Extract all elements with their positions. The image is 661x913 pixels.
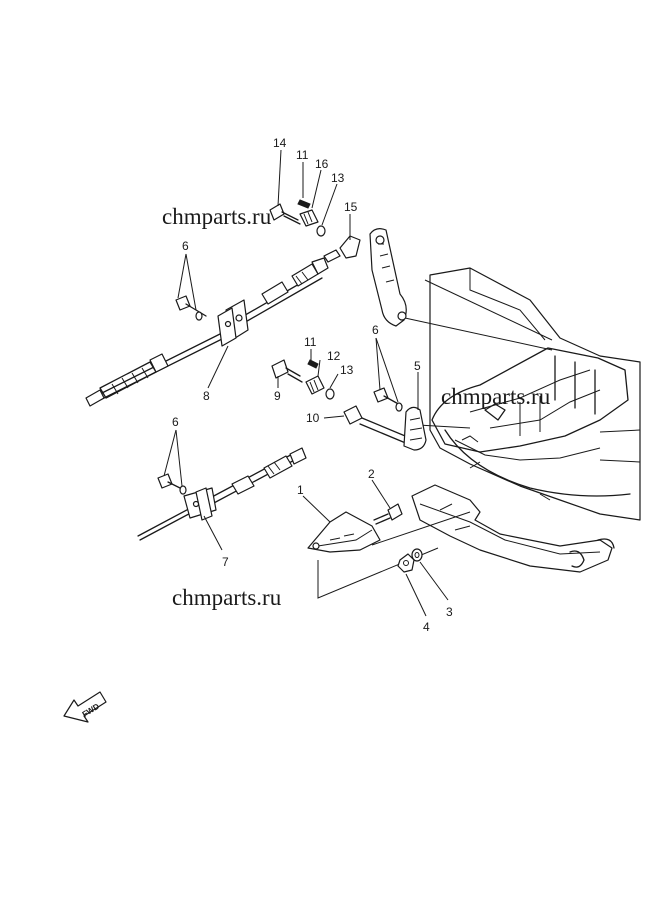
- callout-16: 16: [315, 157, 329, 171]
- bracket-nut: [397, 553, 415, 573]
- callout-6-upper: 6: [182, 239, 189, 253]
- engine-housing: [429, 267, 641, 521]
- link-clip: [403, 406, 427, 451]
- leader-bracket-to-duct: [371, 511, 471, 546]
- callout-14: 14: [273, 136, 287, 150]
- fwd-arrow-icon: FWD: [63, 691, 107, 723]
- callout-15: 15: [344, 200, 358, 214]
- bracket-washer: [411, 548, 423, 562]
- callout-8: 8: [203, 389, 210, 403]
- callout-10: 10: [306, 411, 320, 425]
- callout-5: 5: [414, 359, 421, 373]
- watermark-top: chmparts.ru: [162, 204, 272, 229]
- upper-bolt-washer: [175, 295, 207, 321]
- upper-lever: [369, 228, 407, 327]
- leader-lever-to-housing: [404, 317, 553, 351]
- callout-6-lower: 6: [172, 415, 179, 429]
- watermark-right: chmparts.ru: [441, 384, 551, 409]
- callout-3: 3: [446, 605, 453, 619]
- callout-11-middle: 11: [304, 335, 317, 349]
- callout-9: 9: [274, 389, 281, 403]
- upper-shift-cable: [85, 235, 361, 407]
- watermark-bottom: chmparts.ru: [172, 585, 282, 610]
- support-bracket: [307, 511, 381, 553]
- callout-12: 12: [327, 349, 341, 363]
- lower-cable-bracket: [183, 487, 217, 521]
- callout-labels: 14 11 16 13 15 6 8 11 12 13 9 10 6 5 6 7…: [172, 136, 453, 634]
- callout-4: 4: [423, 620, 430, 634]
- leader-link-to-housing: [417, 424, 471, 429]
- upper-cable-bracket: [217, 299, 249, 347]
- middle-link: [343, 405, 411, 445]
- lower-throttle-cable: [137, 447, 307, 541]
- callout-6-middle: 6: [372, 323, 379, 337]
- middle-bolt-washer: [373, 387, 403, 412]
- callout-13-upper: 13: [331, 171, 345, 185]
- leader-rod-upper: [424, 279, 553, 341]
- intake-duct: [411, 484, 615, 573]
- callout-leaders: [163, 149, 449, 617]
- middle-pin-set: [271, 359, 335, 400]
- callout-1: 1: [297, 483, 304, 497]
- bracket-bolt: [373, 503, 403, 525]
- callout-2: 2: [368, 467, 375, 481]
- upper-pin-set: [269, 199, 326, 237]
- callout-7: 7: [222, 555, 229, 569]
- callout-11-upper: 11: [296, 148, 309, 162]
- callout-13-middle: 13: [340, 363, 354, 377]
